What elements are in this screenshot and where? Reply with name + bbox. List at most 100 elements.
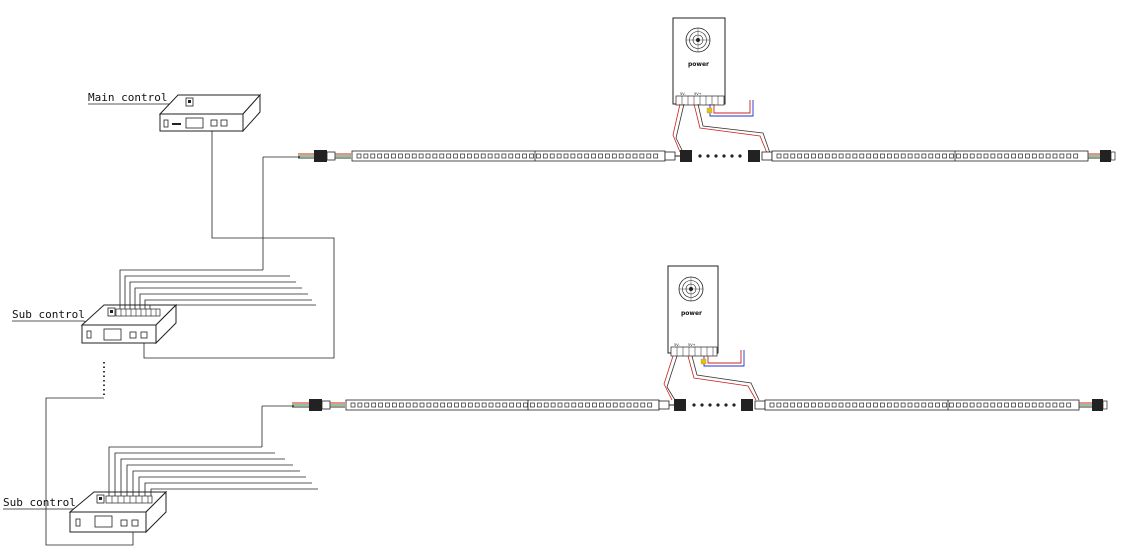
connector-icon (309, 399, 331, 411)
led-chip-icon (1066, 153, 1072, 159)
led-chip-icon (942, 153, 947, 159)
led-chip-icon (1045, 402, 1051, 408)
led-chip-icon (571, 402, 577, 408)
led-chip-icon (640, 402, 646, 408)
led-chip-icon (404, 153, 410, 159)
led-chip-icon (418, 153, 424, 159)
led-chip-icon (893, 402, 899, 408)
led-chip-icon (605, 153, 610, 159)
led-chip-icon (1066, 402, 1072, 408)
led-chip-icon (997, 402, 1003, 408)
led-chip-icon (619, 402, 625, 408)
led-strip-row-1 (298, 150, 1116, 162)
led-chip-icon (405, 402, 411, 408)
led-chip-icon (426, 402, 432, 408)
led-chip-icon (411, 153, 417, 159)
led-chip-icon (852, 402, 858, 408)
led-chip-icon (501, 153, 507, 159)
led-chip-icon (625, 153, 631, 159)
led-chip-icon (481, 402, 487, 408)
connector-icon (314, 150, 336, 162)
fan-icon (678, 276, 704, 302)
connector-icon (1092, 399, 1108, 411)
led-chip-icon (599, 402, 604, 408)
led-chip-icon (907, 153, 913, 159)
led-chip-icon (935, 402, 940, 408)
led-chip-icon (804, 153, 809, 159)
led-chip-icon (377, 153, 383, 159)
led-chip-icon (570, 153, 576, 159)
led-chip-icon (942, 402, 947, 408)
led-chip-icon (564, 402, 570, 408)
led-chip-icon (605, 402, 611, 408)
main-control-label: Main control (88, 91, 167, 104)
led-chip-icon (1011, 153, 1016, 159)
led-chip-icon (962, 153, 968, 159)
led-chip-icon (392, 402, 397, 408)
led-chips-strip-1b (776, 153, 1079, 159)
led-chip-icon (1059, 153, 1065, 159)
led-chip-icon (618, 153, 624, 159)
led-chip-icon (556, 153, 562, 159)
power-label-2: power (681, 310, 702, 317)
led-chip-icon (516, 402, 521, 408)
led-chip-icon (467, 402, 473, 408)
led-chip-icon (1038, 153, 1044, 159)
led-chip-icon (474, 402, 480, 408)
led-chip-icon (990, 153, 996, 159)
led-chip-icon (1004, 402, 1009, 408)
led-chip-icon (1031, 402, 1037, 408)
led-chip-icon (515, 153, 521, 159)
led-chip-icon (364, 402, 370, 408)
led-chip-icon (598, 153, 603, 159)
led-chip-icon (653, 153, 659, 159)
led-chip-icon (859, 402, 865, 408)
led-chip-icon (1011, 402, 1016, 408)
control-wiring (45, 131, 335, 546)
led-chip-icon (969, 402, 975, 408)
led-chip-icon (432, 153, 438, 159)
led-chip-icon (776, 153, 782, 159)
led-chip-icon (425, 153, 431, 159)
terminal-pos-label-1: 5V+ (694, 92, 702, 96)
led-chip-icon (955, 402, 961, 408)
led-chip-icon (536, 153, 541, 159)
terminal-neg-label-2: 5V- (674, 343, 680, 347)
led-chip-icon (447, 402, 452, 408)
led-chip-icon (646, 153, 652, 159)
led-chip-icon (578, 402, 584, 408)
led-chip-icon (1018, 153, 1023, 159)
led-chip-icon (440, 402, 446, 408)
led-chip-icon (502, 402, 508, 408)
led-chip-icon (969, 153, 975, 159)
led-strip-row-2 (292, 399, 1108, 411)
led-chip-icon (956, 153, 961, 159)
led-chip-icon (859, 153, 865, 159)
sub-control-unit-2: Sub control (3, 490, 168, 534)
led-chip-icon (831, 153, 837, 159)
connector-icon (1100, 150, 1116, 162)
led-chip-icon (811, 402, 816, 408)
led-chip-icon (1052, 402, 1058, 408)
led-chip-icon (873, 153, 878, 159)
continuation-dots (692, 403, 736, 407)
led-chip-icon (824, 402, 830, 408)
led-chip-icon (797, 402, 802, 408)
led-chip-icon (880, 402, 885, 408)
led-chip-icon (845, 153, 851, 159)
led-chip-icon (928, 153, 934, 159)
led-chip-icon (873, 402, 878, 408)
power-label-1: power (688, 61, 709, 68)
led-chip-icon (1004, 153, 1010, 159)
led-chip-icon (921, 402, 927, 408)
led-chip-icon (611, 153, 617, 159)
terminal-neg-label-1: 5V- (680, 92, 686, 96)
led-chip-icon (824, 153, 830, 159)
led-chip-icon (412, 402, 418, 408)
led-chip-icon (900, 153, 906, 159)
led-chip-icon (494, 153, 500, 159)
led-chip-icon (591, 153, 596, 159)
led-chip-icon (523, 402, 528, 408)
led-chip-icon (350, 402, 356, 408)
led-chip-icon (584, 153, 590, 159)
